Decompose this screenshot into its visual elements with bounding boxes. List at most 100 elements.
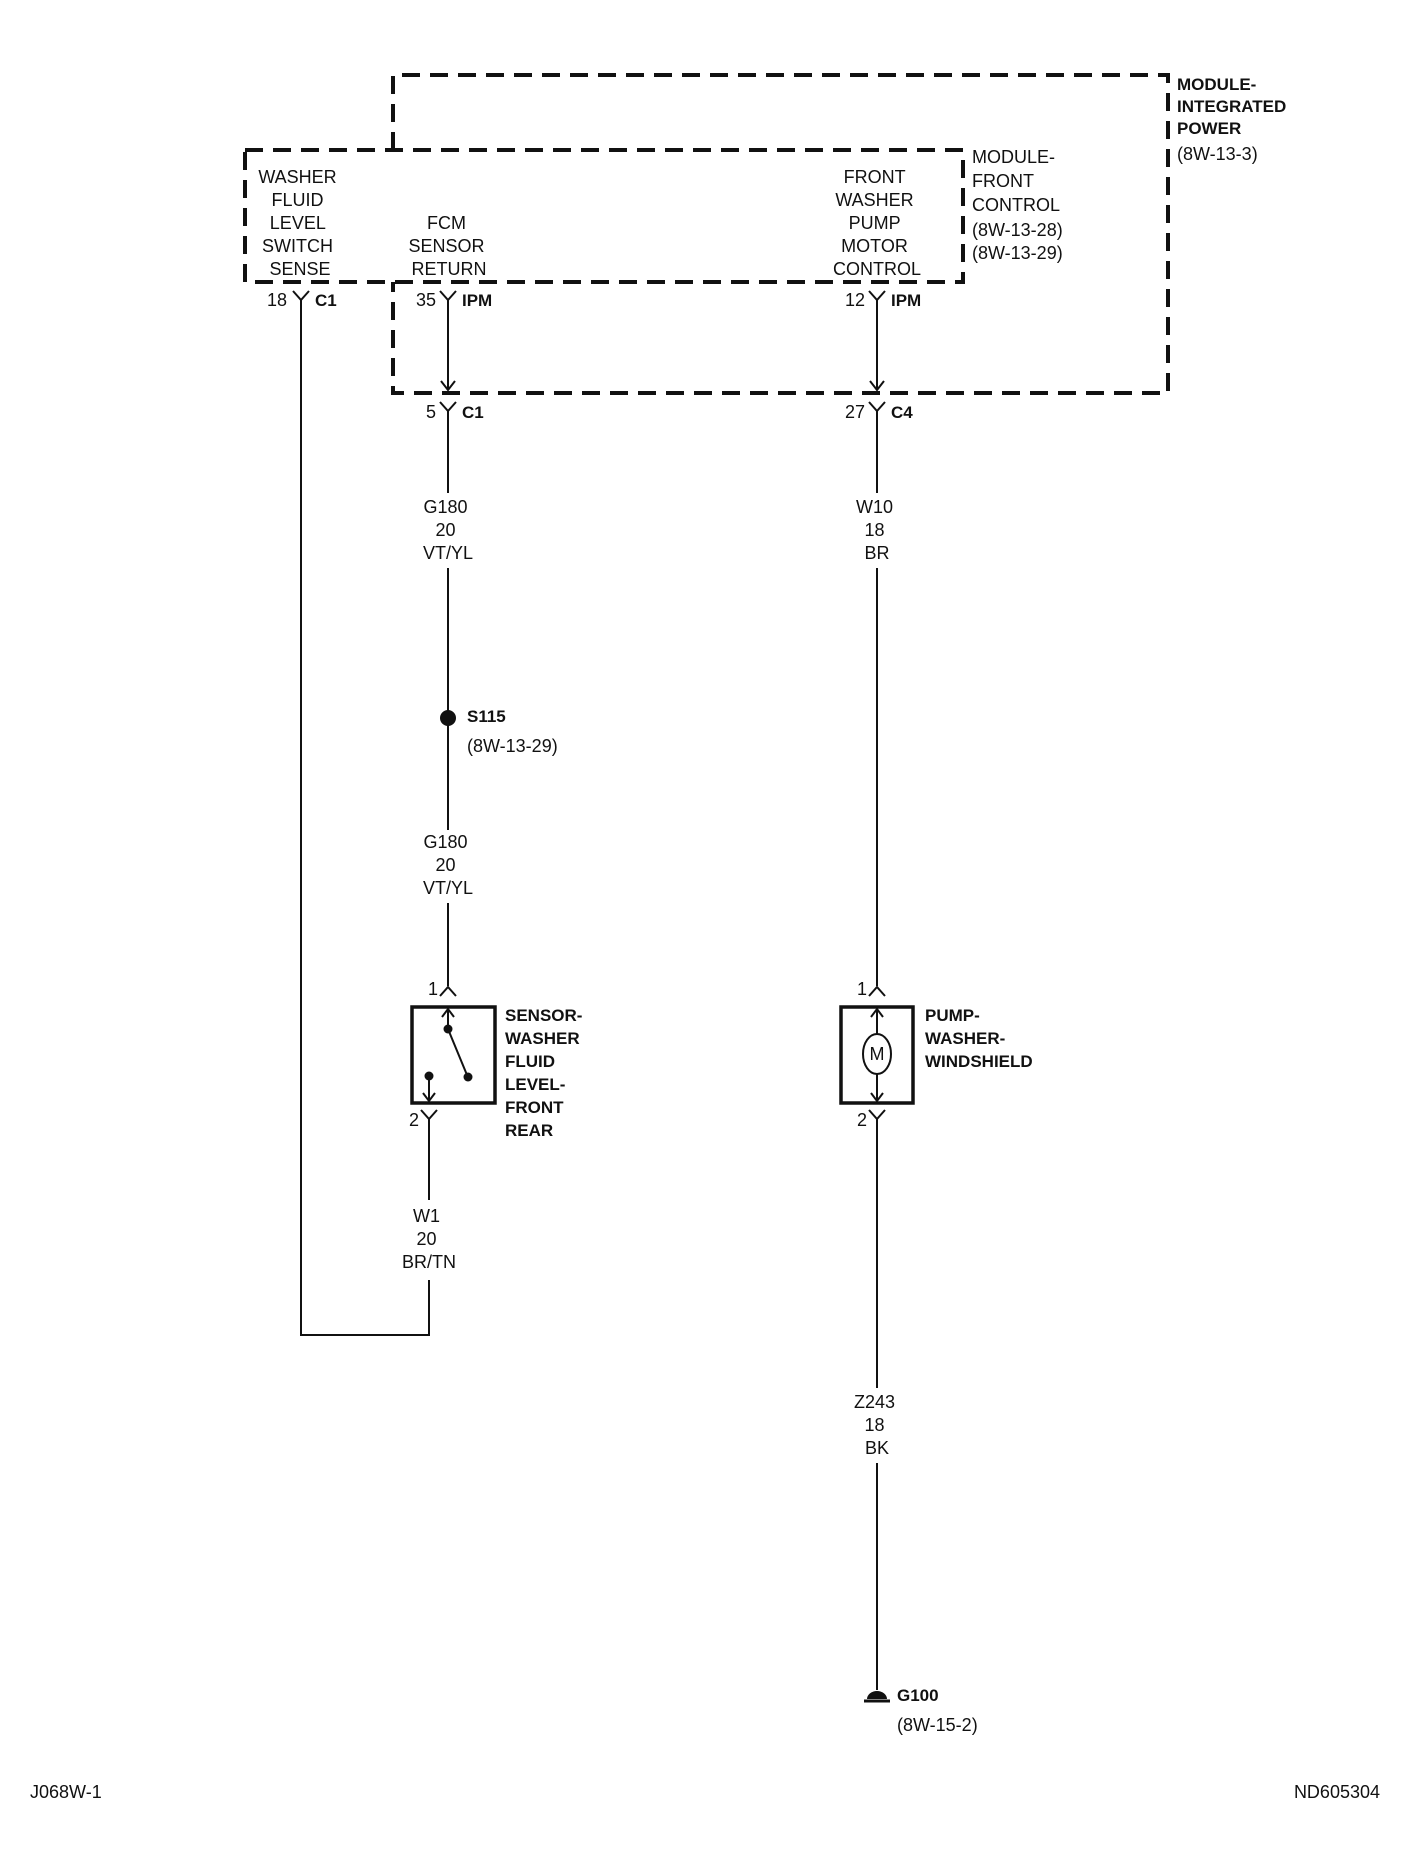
sensor-return-line-2: SENSOR [408, 236, 484, 256]
z243-gauge: 18 [864, 1415, 884, 1435]
ground-g100-icon [864, 1691, 890, 1703]
wire-w10-label: W10 18 BR [856, 497, 898, 563]
fcm-name-line-3: CONTROL [972, 195, 1060, 215]
splice-s115-ref: (8W-13-29) [467, 736, 558, 756]
ground-g100-ref: (8W-15-2) [897, 1715, 978, 1735]
g180-upper-color: VT/YL [423, 543, 473, 563]
pump-internal-bottom-arrow [870, 1074, 884, 1103]
motor-symbol: M [870, 1044, 885, 1064]
ipm-name-line-3: POWER [1177, 119, 1241, 138]
fcm-name-line-2: FRONT [972, 171, 1034, 191]
pin-18-connector: C1 [315, 291, 337, 310]
w10-circuit: W10 [856, 497, 893, 517]
fcm-name-line-1: MODULE- [972, 147, 1055, 167]
connector-18-c1: 18 C1 [267, 290, 337, 310]
w10-gauge: 18 [864, 520, 884, 540]
fcm-module-ref-2: (8W-13-29) [972, 243, 1063, 263]
pump-control-line-2: WASHER [835, 190, 913, 210]
sensor-name-line-3: FLUID [505, 1052, 555, 1071]
pump-pin1-connector [868, 985, 886, 997]
ipm-module-outline [391, 73, 1170, 395]
connector-35-ipm: 35 IPM [416, 290, 492, 310]
sensor-name-line-6: REAR [505, 1121, 553, 1140]
w1-color: BR/TN [402, 1252, 456, 1272]
pump-name: PUMP- WASHER- WINDSHIELD [925, 1006, 1033, 1071]
sensor-contact-left [424, 1071, 434, 1081]
sensor-pin1-number: 1 [428, 979, 438, 999]
splice-s115-id: S115 [467, 707, 506, 726]
pin-5-connector: C1 [462, 403, 484, 422]
washer-sense-line-1: WASHER [258, 167, 336, 187]
pump-control-line-1: FRONT [844, 167, 906, 187]
w1-gauge: 20 [416, 1229, 436, 1249]
sensor-washer-fluid-level: 1 2 SENSOR- WASHER FLUID LEVEL- FRONT RE… [409, 979, 587, 1140]
washer-sense-line-3: LEVEL [270, 213, 326, 233]
pin-12-number: 12 [845, 290, 865, 310]
g180-lower-color: VT/YL [423, 878, 473, 898]
pin-35-number: 35 [416, 290, 436, 310]
pump-name-line-1: PUMP- [925, 1006, 980, 1025]
pump-control-line-5: CONTROL [833, 259, 921, 279]
fcm-module-name: MODULE- FRONT CONTROL [972, 147, 1060, 215]
pump-control-label: FRONT WASHER PUMP MOTOR CONTROL [833, 167, 921, 279]
pump-name-line-2: WASHER- [925, 1029, 1005, 1048]
pump-internal-top-arrow [870, 1007, 884, 1034]
pump-control-line-4: MOTOR [841, 236, 908, 256]
sensor-name-line-1: SENSOR- [505, 1006, 582, 1025]
z243-color: BK [865, 1438, 889, 1458]
ipm-name-line-2: INTEGRATED [1177, 97, 1286, 116]
wire-w1-label: W1 20 BR/TN [402, 1206, 456, 1272]
pump-name-line-3: WINDSHIELD [925, 1052, 1033, 1071]
fcm-module-outline [243, 148, 965, 284]
internal-arrow-sensor-return [440, 380, 456, 392]
ground-g100-id: G100 [897, 1686, 939, 1705]
ipm-module-name: MODULE- INTEGRATED POWER [1177, 75, 1291, 138]
pump-pin2-number: 2 [857, 1110, 867, 1130]
sensor-return-label: FCM SENSOR RETURN [408, 213, 489, 279]
w1-circuit: W1 [413, 1206, 440, 1226]
footer-left-code: J068W-1 [30, 1782, 102, 1802]
g180-upper-circuit: G180 [423, 497, 467, 517]
sensor-internal-bottom-arrow [422, 1080, 436, 1103]
connector-5-c1: 5 C1 [426, 401, 484, 422]
sensor-name-line-5: FRONT [505, 1098, 564, 1117]
w10-color: BR [864, 543, 889, 563]
connector-27-c4: 27 C4 [845, 401, 913, 422]
pump-control-line-3: PUMP [849, 213, 901, 233]
pin-35-connector: IPM [462, 291, 492, 310]
wire-w1-return-path [300, 305, 430, 1336]
sensor-name-line-4: LEVEL- [505, 1075, 565, 1094]
washer-sense-line-4: SWITCH [262, 236, 333, 256]
pin-12-connector: IPM [891, 291, 921, 310]
sensor-pin2-connector [420, 1109, 438, 1124]
sensor-name: SENSOR- WASHER FLUID LEVEL- FRONT REAR [505, 1006, 587, 1140]
connector-12-ipm: 12 IPM [845, 290, 921, 310]
sensor-name-line-2: WASHER [505, 1029, 580, 1048]
sensor-pin2-number: 2 [409, 1110, 419, 1130]
sensor-contact-right [463, 1072, 473, 1082]
sensor-return-line-3: RETURN [412, 259, 487, 279]
sensor-return-line-1: FCM [427, 213, 466, 233]
washer-sense-label: WASHER FLUID LEVEL SWITCH SENSE [258, 167, 341, 279]
pump-pin2-connector [868, 1109, 886, 1124]
pin-18-number: 18 [267, 290, 287, 310]
wire-g180-upper-label: G180 20 VT/YL [423, 497, 473, 563]
sensor-switch-blade [447, 1028, 468, 1076]
pin-5-number: 5 [426, 402, 436, 422]
z243-circuit: Z243 [854, 1392, 895, 1412]
wire-g180-lower-label: G180 20 VT/YL [423, 832, 473, 898]
pin-27-connector: C4 [891, 403, 913, 422]
g180-lower-gauge: 20 [435, 855, 455, 875]
wire-z243-label: Z243 18 BK [854, 1392, 900, 1458]
footer-right-code: ND605304 [1294, 1782, 1380, 1802]
pump-washer-windshield: 1 M 2 PUMP- WASHER- WINDSHIELD [839, 979, 1033, 1130]
internal-arrow-pump-control [869, 380, 885, 392]
ipm-module-ref: (8W-13-3) [1177, 144, 1258, 164]
splice-s115-dot [440, 710, 456, 726]
pump-pin1-number: 1 [857, 979, 867, 999]
pin-27-number: 27 [845, 402, 865, 422]
ipm-name-line-1: MODULE- [1177, 75, 1256, 94]
g180-upper-gauge: 20 [435, 520, 455, 540]
sensor-internal-top-arrow [441, 1007, 455, 1026]
